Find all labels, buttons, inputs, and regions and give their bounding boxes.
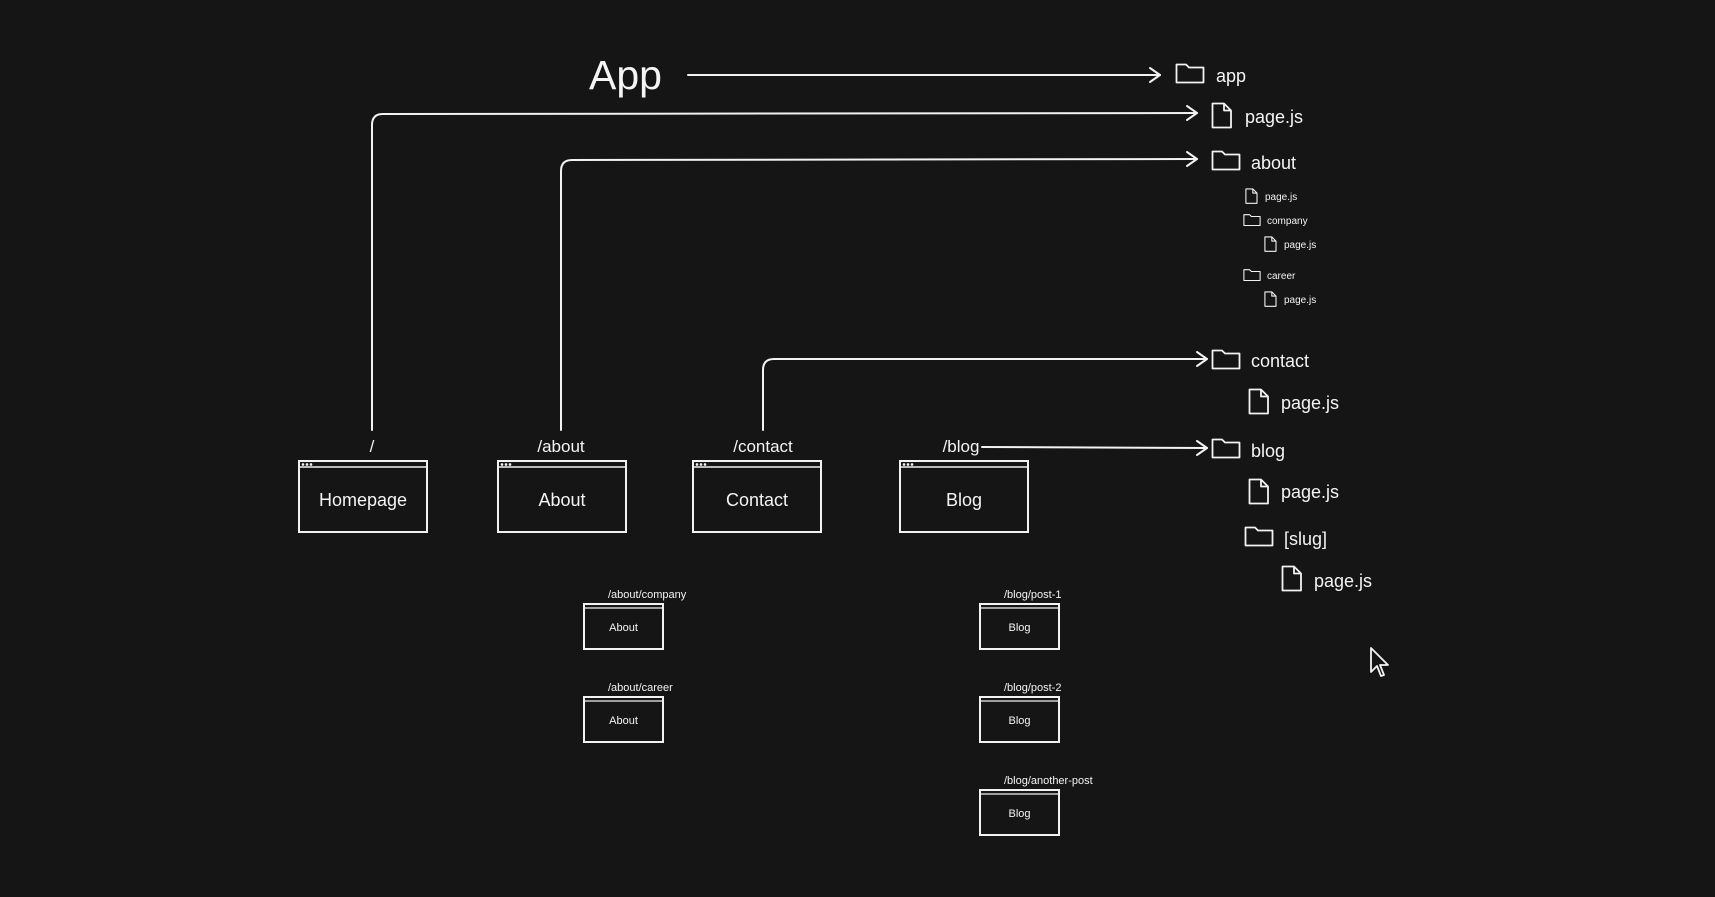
file-name: page.js: [1314, 571, 1372, 591]
file-icon: [1211, 102, 1232, 129]
app-title: App: [589, 52, 662, 98]
cursor-icon: [1370, 647, 1389, 677]
file-icon: [1281, 565, 1302, 592]
route-label: /about/career: [608, 682, 673, 694]
folder-icon: [1244, 526, 1274, 547]
folder-name: [slug]: [1284, 529, 1327, 549]
window-label: About: [609, 622, 638, 634]
folder-name: career: [1267, 271, 1296, 282]
folder-name: company: [1267, 216, 1308, 227]
window-frame: [692, 460, 822, 533]
arrow-about: [1186, 151, 1198, 167]
window-dot: [910, 463, 914, 466]
folder-icon: [1211, 438, 1241, 459]
connector-about: [560, 158, 1198, 431]
file-icon: [1264, 236, 1277, 252]
window-frame: [583, 696, 664, 743]
folder-name: blog: [1251, 441, 1285, 461]
file-name: page.js: [1281, 482, 1339, 502]
window-label: Blog: [946, 490, 982, 510]
window-dot: [500, 463, 504, 466]
file-icon: [1264, 291, 1277, 307]
arrow-homepage: [1186, 105, 1198, 121]
folder-name: about: [1251, 153, 1296, 173]
window-frame: [583, 603, 664, 650]
folder-icon: [1175, 63, 1205, 84]
window-dot: [906, 463, 910, 466]
window-label: Blog: [1008, 622, 1030, 634]
route-label: /: [370, 437, 375, 456]
arrow-app: [1149, 67, 1161, 83]
window-dot: [504, 463, 508, 466]
route-label: /blog/post-1: [1004, 589, 1061, 601]
window-frame: [979, 789, 1060, 836]
window-frame: [899, 460, 1029, 533]
window-frame: [979, 696, 1060, 743]
folder-icon: [1243, 214, 1261, 227]
window-dot: [902, 463, 906, 466]
window-label: About: [609, 715, 638, 727]
folder-icon: [1211, 150, 1241, 171]
window-dot: [699, 463, 703, 466]
route-label: /about: [537, 437, 585, 456]
window-dot: [695, 463, 699, 466]
file-name: page.js: [1281, 393, 1339, 413]
folder-name: app: [1216, 66, 1246, 86]
connector-blog: [981, 446, 1208, 449]
file-name: page.js: [1265, 192, 1297, 203]
window-dot: [309, 463, 313, 466]
file-name: page.js: [1284, 295, 1316, 306]
window-label: Contact: [726, 490, 788, 510]
window-label: Blog: [1008, 808, 1030, 820]
window-frame: [497, 460, 627, 533]
window-label: About: [538, 490, 585, 510]
connectors: [371, 67, 1208, 456]
route-label: /blog: [943, 437, 980, 456]
file-name: page.js: [1245, 107, 1303, 127]
file-icon: [1248, 478, 1269, 505]
window-label: Blog: [1008, 715, 1030, 727]
connector-contact: [762, 358, 1208, 431]
connector-homepage: [371, 112, 1198, 431]
arrow-contact: [1196, 351, 1208, 367]
folder-icon: [1211, 349, 1241, 370]
window-dot: [508, 463, 512, 466]
window-dot: [305, 463, 309, 466]
folder-icon: [1243, 269, 1261, 282]
route-label: /contact: [733, 437, 793, 456]
window-label: Homepage: [319, 490, 407, 510]
file-tree: app page.js about page.js company page.js care…: [1175, 63, 1372, 592]
arrow-blog: [1196, 440, 1208, 456]
window-dot: [301, 463, 305, 466]
window-frame: [298, 460, 428, 533]
file-name: page.js: [1284, 240, 1316, 251]
route-label: /blog/another-post: [1004, 775, 1093, 787]
sub-pages: /about/companyAbout/about/careerAbout/bl…: [583, 589, 1093, 836]
route-label: /about/company: [608, 589, 687, 601]
file-icon: [1248, 388, 1269, 415]
file-icon: [1245, 188, 1258, 204]
folder-name: contact: [1251, 351, 1309, 371]
window-dot: [703, 463, 707, 466]
window-frame: [979, 603, 1060, 650]
page-window-1: / Homepage: [298, 437, 428, 533]
main-pages: / Homepage/aboutAbout/contactContact/blog…: [298, 437, 1029, 533]
route-label: /blog/post-2: [1004, 682, 1061, 694]
